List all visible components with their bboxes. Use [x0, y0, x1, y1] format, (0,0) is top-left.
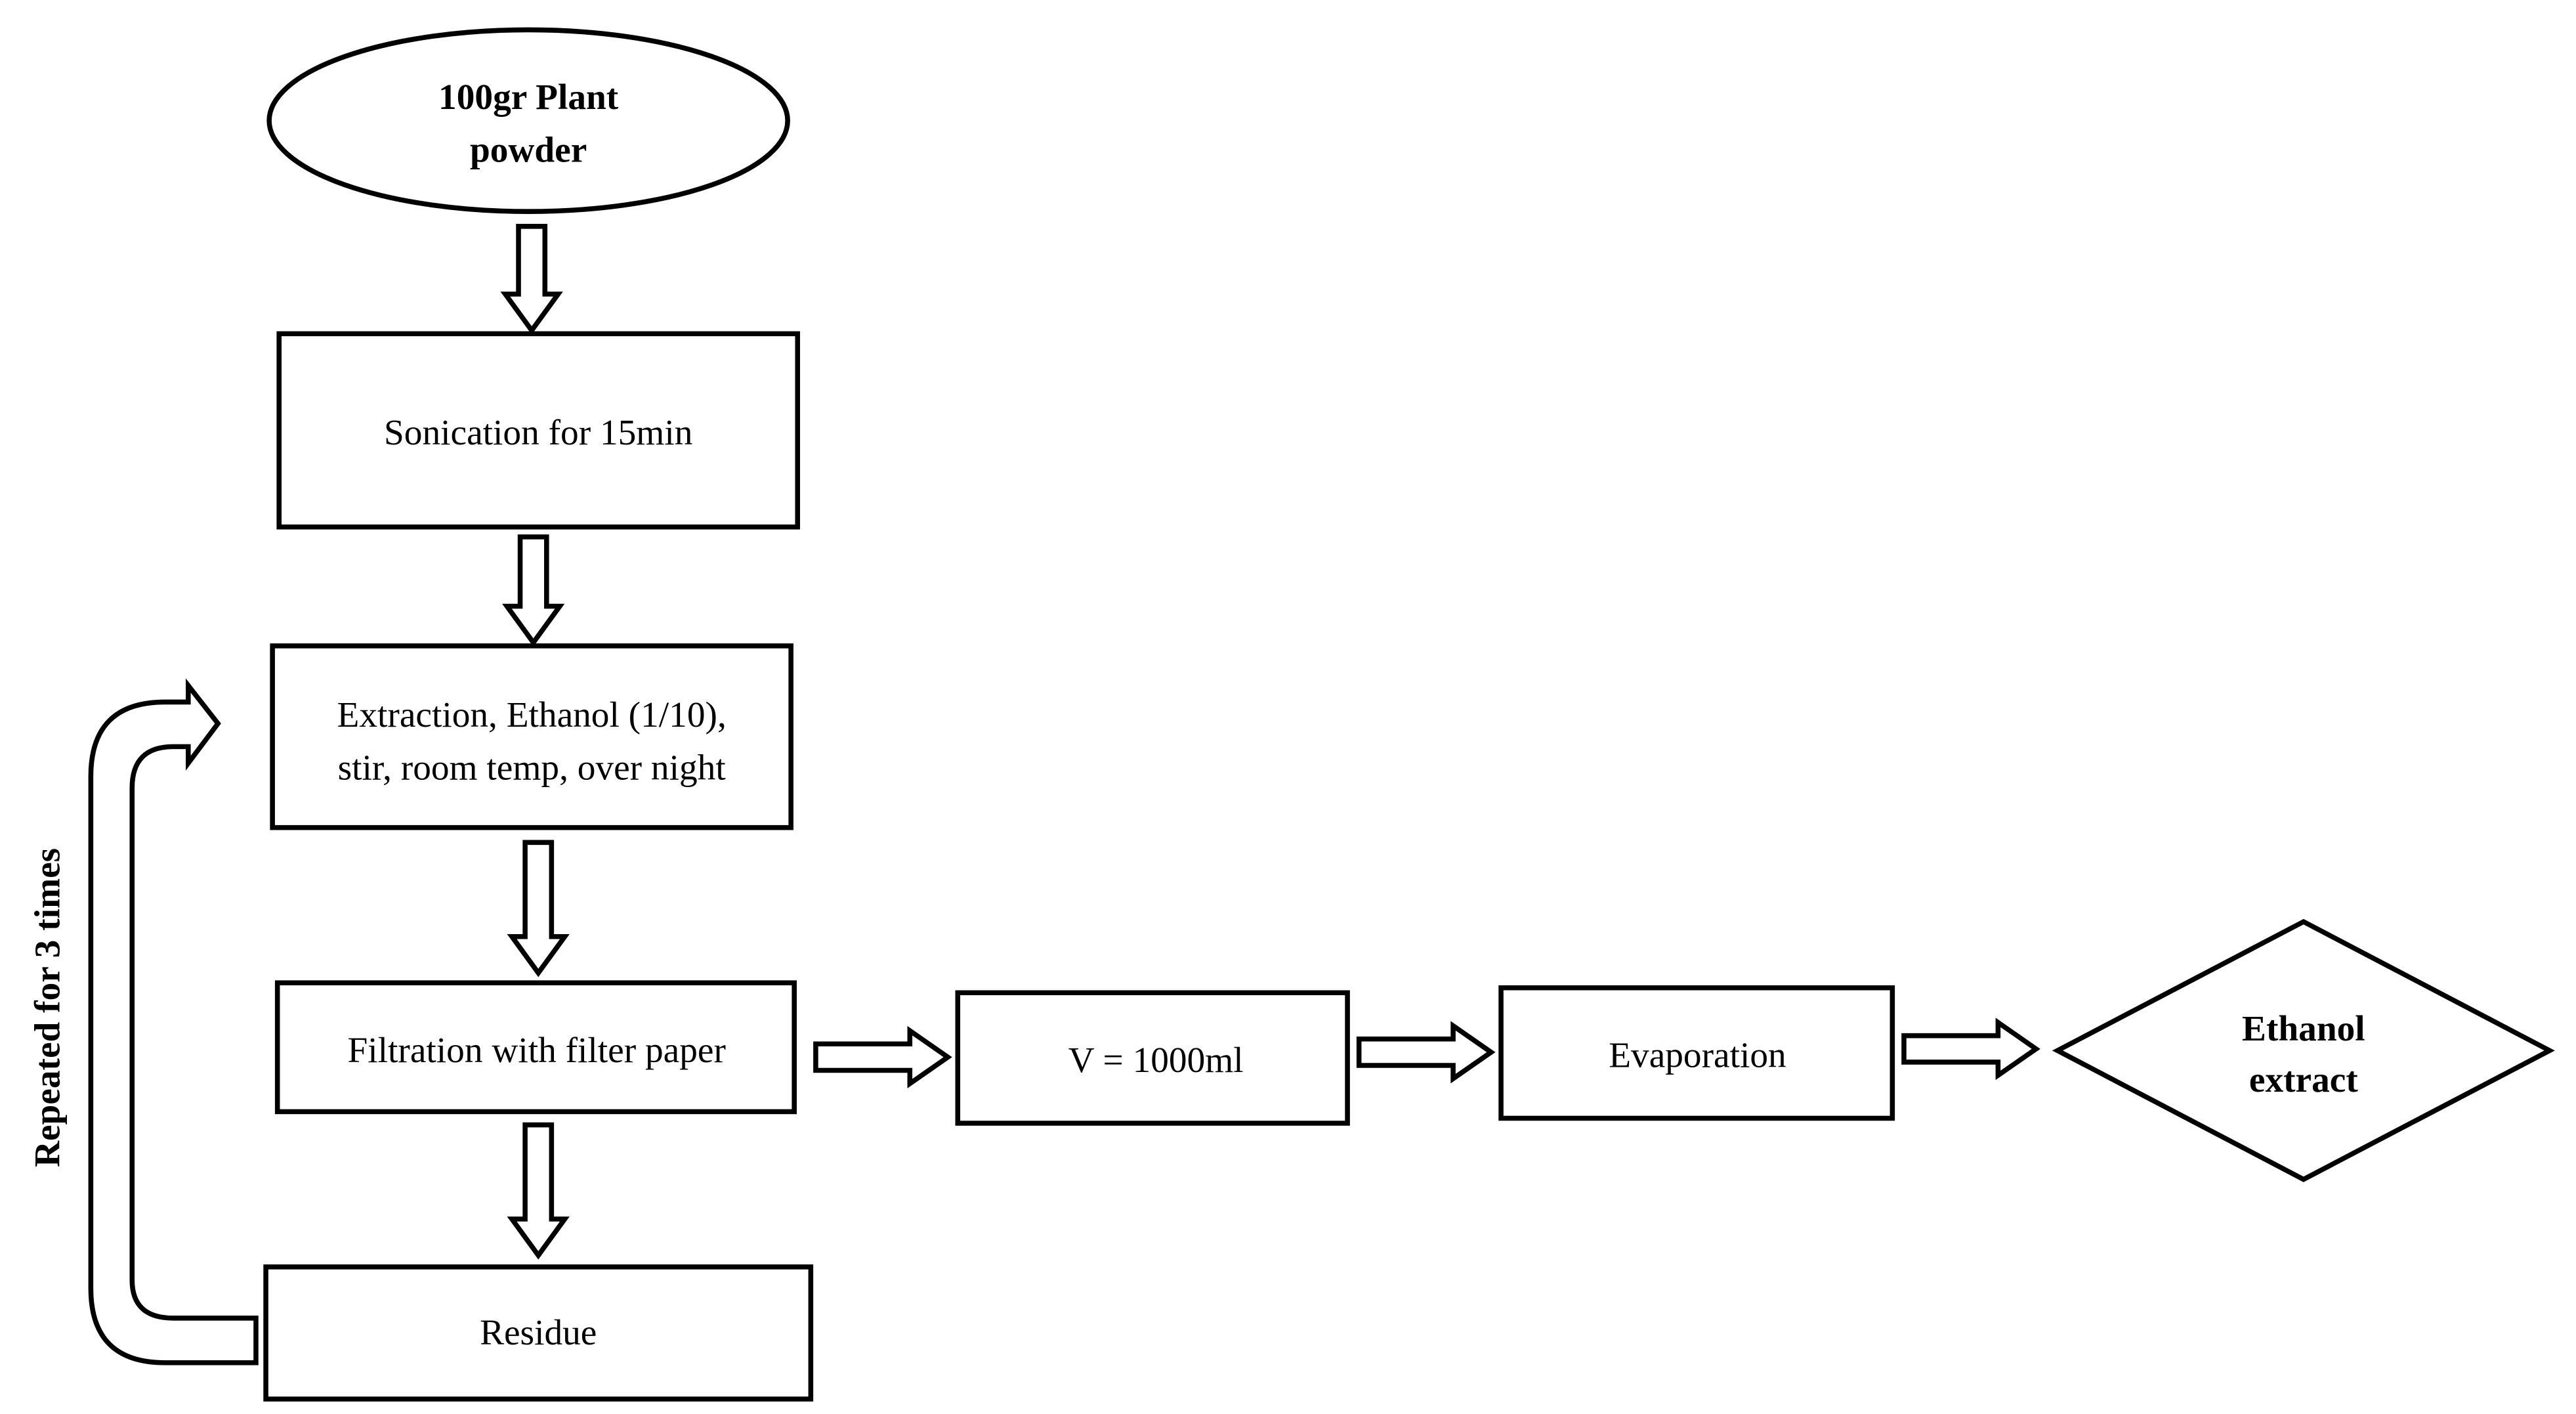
residue-label: Residue [480, 1312, 597, 1352]
arrow-filtration-to-volume [813, 1025, 952, 1088]
end-label-line1: Ethanol [2242, 1008, 2365, 1048]
arrow-evaporation-to-end [1901, 1018, 2040, 1081]
loop-arrow [88, 678, 259, 1365]
extraction-label-line1: Extraction, Ethanol (1/10), [337, 695, 727, 735]
evaporation-label: Evaporation [1609, 1035, 1786, 1075]
filtration-box [274, 980, 797, 1115]
residue-box [263, 1264, 814, 1402]
start-node: 100gr Plant powder [266, 27, 790, 214]
arrow-volume-to-evaporation [1356, 1021, 1496, 1084]
extraction-node: Extraction, Ethanol (1/10), stir, room t… [270, 643, 793, 830]
volume-node: V = 1000ml [955, 990, 1350, 1126]
filtration-label: Filtration with filter paper [348, 1030, 726, 1070]
sonication-node: Sonication for 15min [276, 331, 801, 530]
volume-label: V = 1000ml [1068, 1040, 1244, 1080]
residue-node: Residue [263, 1264, 814, 1402]
extraction-box [270, 643, 793, 830]
arrow-extraction-to-filtration [507, 840, 570, 977]
loop-label: Repeated for 3 times [28, 848, 68, 1167]
evaporation-box [1498, 985, 1895, 1121]
start-ellipse [266, 27, 790, 214]
start-label-line1: 100gr Plant [438, 77, 619, 117]
filtration-node: Filtration with filter paper [274, 980, 797, 1115]
sonication-box [276, 331, 801, 530]
arrow-sonication-to-extraction [502, 534, 565, 647]
evaporation-node: Evaporation [1498, 985, 1895, 1121]
end-diamond [2052, 918, 2555, 1182]
arrow-filtration-to-residue [507, 1122, 570, 1260]
end-node: Ethanol extract [2052, 918, 2555, 1182]
arrow-start-to-sonication [500, 224, 563, 335]
volume-box [955, 990, 1350, 1126]
extraction-label-line2: stir, room temp, over night [338, 748, 727, 788]
start-label-line2: powder [470, 130, 587, 170]
sonication-label: Sonication for 15min [384, 412, 692, 452]
end-label-line2: extract [2249, 1060, 2358, 1100]
